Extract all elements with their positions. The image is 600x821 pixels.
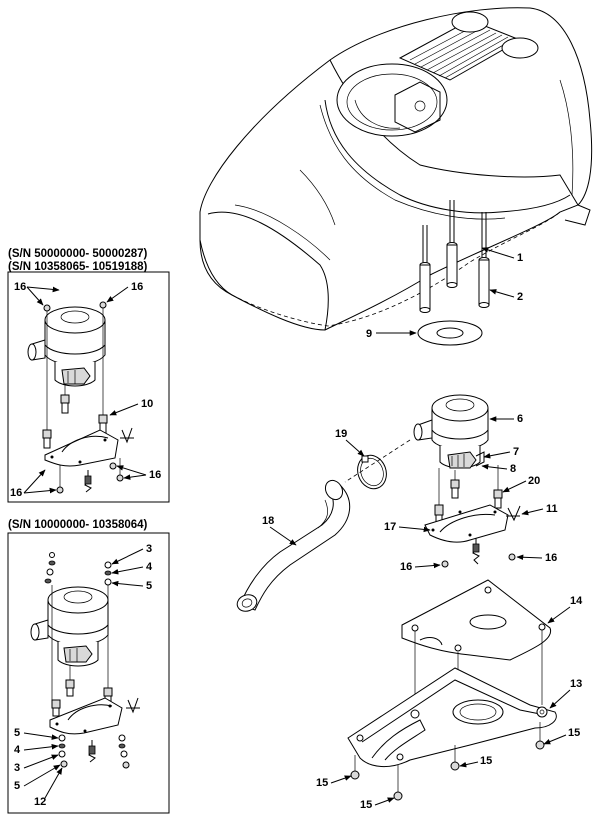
clip-main <box>506 505 521 522</box>
inset-top-motor <box>27 306 106 387</box>
inset-bottom-motor <box>30 586 109 667</box>
inset-bottom-stacked-hardware <box>44 552 112 586</box>
callout-top-10: 10 <box>141 398 153 410</box>
bottom-base-plate <box>347 667 557 767</box>
inset-top-serial-1: (S/N 50000000- 50000287) <box>8 248 148 260</box>
main-callouts: 1 2 9 6 7 8 19 20 11 17 16 16 18 14 13 1… <box>262 247 583 811</box>
callout-bottom-4a: 4 <box>146 561 153 573</box>
wire-terminal-main <box>472 538 480 565</box>
top-mount-plate <box>401 579 552 661</box>
callout-bottom-5a: 5 <box>146 580 152 592</box>
callout-top-16c: 16 <box>149 469 161 481</box>
inset-bottom-serial-1: (S/N 10000000- 10358064) <box>8 519 148 531</box>
inset-top-serial-2: (S/N 10358065- 10519188) <box>8 261 148 273</box>
callout-16-right: 16 <box>545 552 557 564</box>
callout-bottom-5c: 5 <box>14 780 20 792</box>
callout-14: 14 <box>570 595 583 607</box>
vacuum-motor-main <box>413 394 489 469</box>
hose-centerline <box>344 439 411 483</box>
callout-9: 9 <box>366 328 372 340</box>
callout-19: 19 <box>335 428 347 440</box>
callout-15-bottom: 15 <box>360 799 372 811</box>
brush-rods <box>419 200 490 313</box>
callout-17: 17 <box>384 521 396 533</box>
vacuum-hose <box>236 479 351 612</box>
hood-shroud <box>199 7 593 331</box>
hose-clamp <box>357 454 387 490</box>
callout-top-16d: 16 <box>10 487 22 499</box>
nut-main-right <box>508 553 516 561</box>
callout-11: 11 <box>546 503 558 515</box>
inset-box-top: (S/N 50000000- 50000287) (S/N 10358065- … <box>7 248 170 503</box>
callout-15-center: 15 <box>480 755 492 767</box>
nut-main-left <box>441 560 449 568</box>
callout-bottom-12: 12 <box>34 796 46 808</box>
callout-top-16a: 16 <box>14 281 26 293</box>
inset-top-hardware <box>42 301 134 494</box>
gasket <box>417 320 483 346</box>
callout-1: 1 <box>517 252 523 264</box>
rod-2 <box>446 200 458 288</box>
callout-bottom-3b: 3 <box>14 762 20 774</box>
callout-18: 18 <box>262 515 274 527</box>
callout-top-16b: 16 <box>131 281 143 293</box>
callout-7: 7 <box>513 446 519 458</box>
callout-20: 20 <box>528 475 540 487</box>
rod-3 <box>478 212 490 308</box>
callout-2: 2 <box>517 291 523 303</box>
callout-bottom-4b: 4 <box>14 744 21 756</box>
callout-15-left: 15 <box>316 777 328 789</box>
callout-8: 8 <box>510 463 516 475</box>
inset-box-bottom: (S/N 10000000- 10358064) <box>7 519 170 814</box>
callout-15-right: 15 <box>568 727 580 739</box>
callout-16-left: 16 <box>400 561 412 573</box>
rod-1 <box>419 225 431 313</box>
callout-bottom-3a: 3 <box>146 543 152 555</box>
bolts-15 <box>350 722 545 801</box>
callout-6: 6 <box>517 413 523 425</box>
inset-bottom-lower-hardware <box>49 585 140 769</box>
callout-bottom-5b: 5 <box>14 727 20 739</box>
callout-13: 13 <box>570 678 582 690</box>
motor-mount-plate-main <box>424 504 509 543</box>
